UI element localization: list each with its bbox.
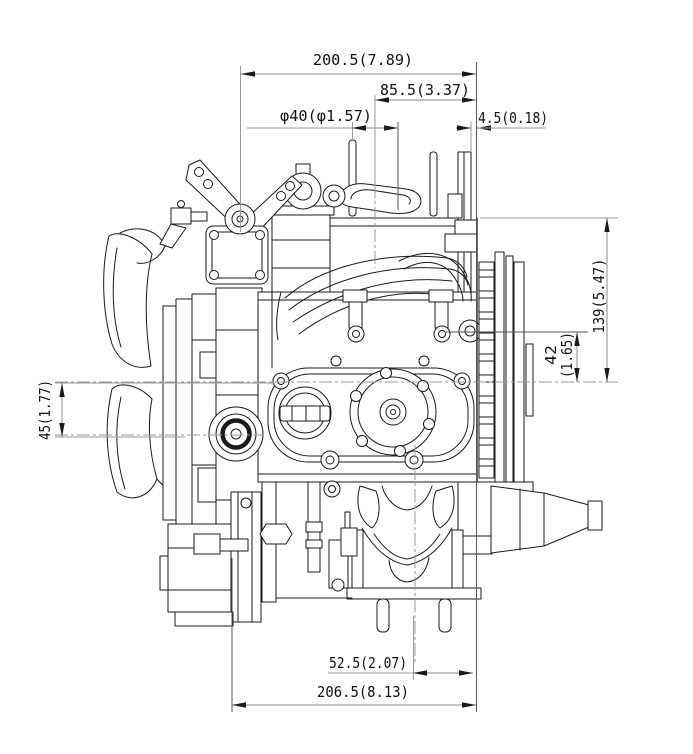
dim-diameter-label: φ40(φ1.57) (280, 107, 372, 125)
intake-pipe (340, 183, 422, 215)
mounting-stud-left (376, 598, 390, 633)
fuel-injectors (342, 289, 482, 343)
dim-offset-label: 4.5(0.18) (478, 109, 548, 127)
dimension-height-45: 45(1.77) (36, 380, 275, 440)
exhaust-manifold (328, 485, 603, 633)
crankcase-side-cover (267, 355, 475, 470)
dimension-height-139: 139(5.47) (480, 217, 618, 382)
injection-pump (267, 163, 346, 293)
muffler-outlet-cone (490, 485, 603, 554)
oil-pan-details (259, 480, 353, 603)
dim-bottom-label: 206.5(8.13) (317, 683, 409, 701)
centerlines (55, 185, 618, 662)
dimension-diameter-phi40: φ40(φ1.57) (247, 107, 399, 210)
dimension-offset-4-5: 4.5(0.18) (456, 109, 548, 152)
dimension-length-85-5: 85.5(3.37) (374, 81, 476, 185)
dimension-overall-length-bottom: 206.5(8.13) (231, 558, 476, 712)
mounting-stud-right (438, 598, 452, 633)
dimension-overall-length-top: 200.5(7.89) (240, 51, 477, 712)
cooling-fan (103, 228, 193, 526)
lower-mounting-bracket (159, 491, 262, 627)
fuel-injection-lines (276, 255, 469, 341)
water-pump-pulley (208, 406, 264, 462)
dim-bottom-sub-label: 52.5(2.07) (329, 654, 407, 672)
engine-illustration (103, 139, 603, 633)
governor-control-levers (159, 159, 303, 285)
dim-left-label: 45(1.77) (36, 380, 54, 440)
fuel-cock (159, 200, 208, 249)
dim-right-sub-mm-label: 42 (542, 345, 560, 365)
dim-right-sub-in-label: (1.65) (558, 332, 576, 378)
dim-right-label: 139(5.47) (590, 259, 608, 334)
dimension-length-52-5: 52.5(2.07) (328, 616, 473, 680)
hose (398, 252, 472, 302)
dim-top-sub-label: 85.5(3.37) (380, 81, 470, 99)
cylinder-head (329, 139, 472, 302)
dimension-height-42: 42 (1.65) (446, 331, 588, 382)
dim-top-label: 200.5(7.89) (313, 51, 413, 69)
